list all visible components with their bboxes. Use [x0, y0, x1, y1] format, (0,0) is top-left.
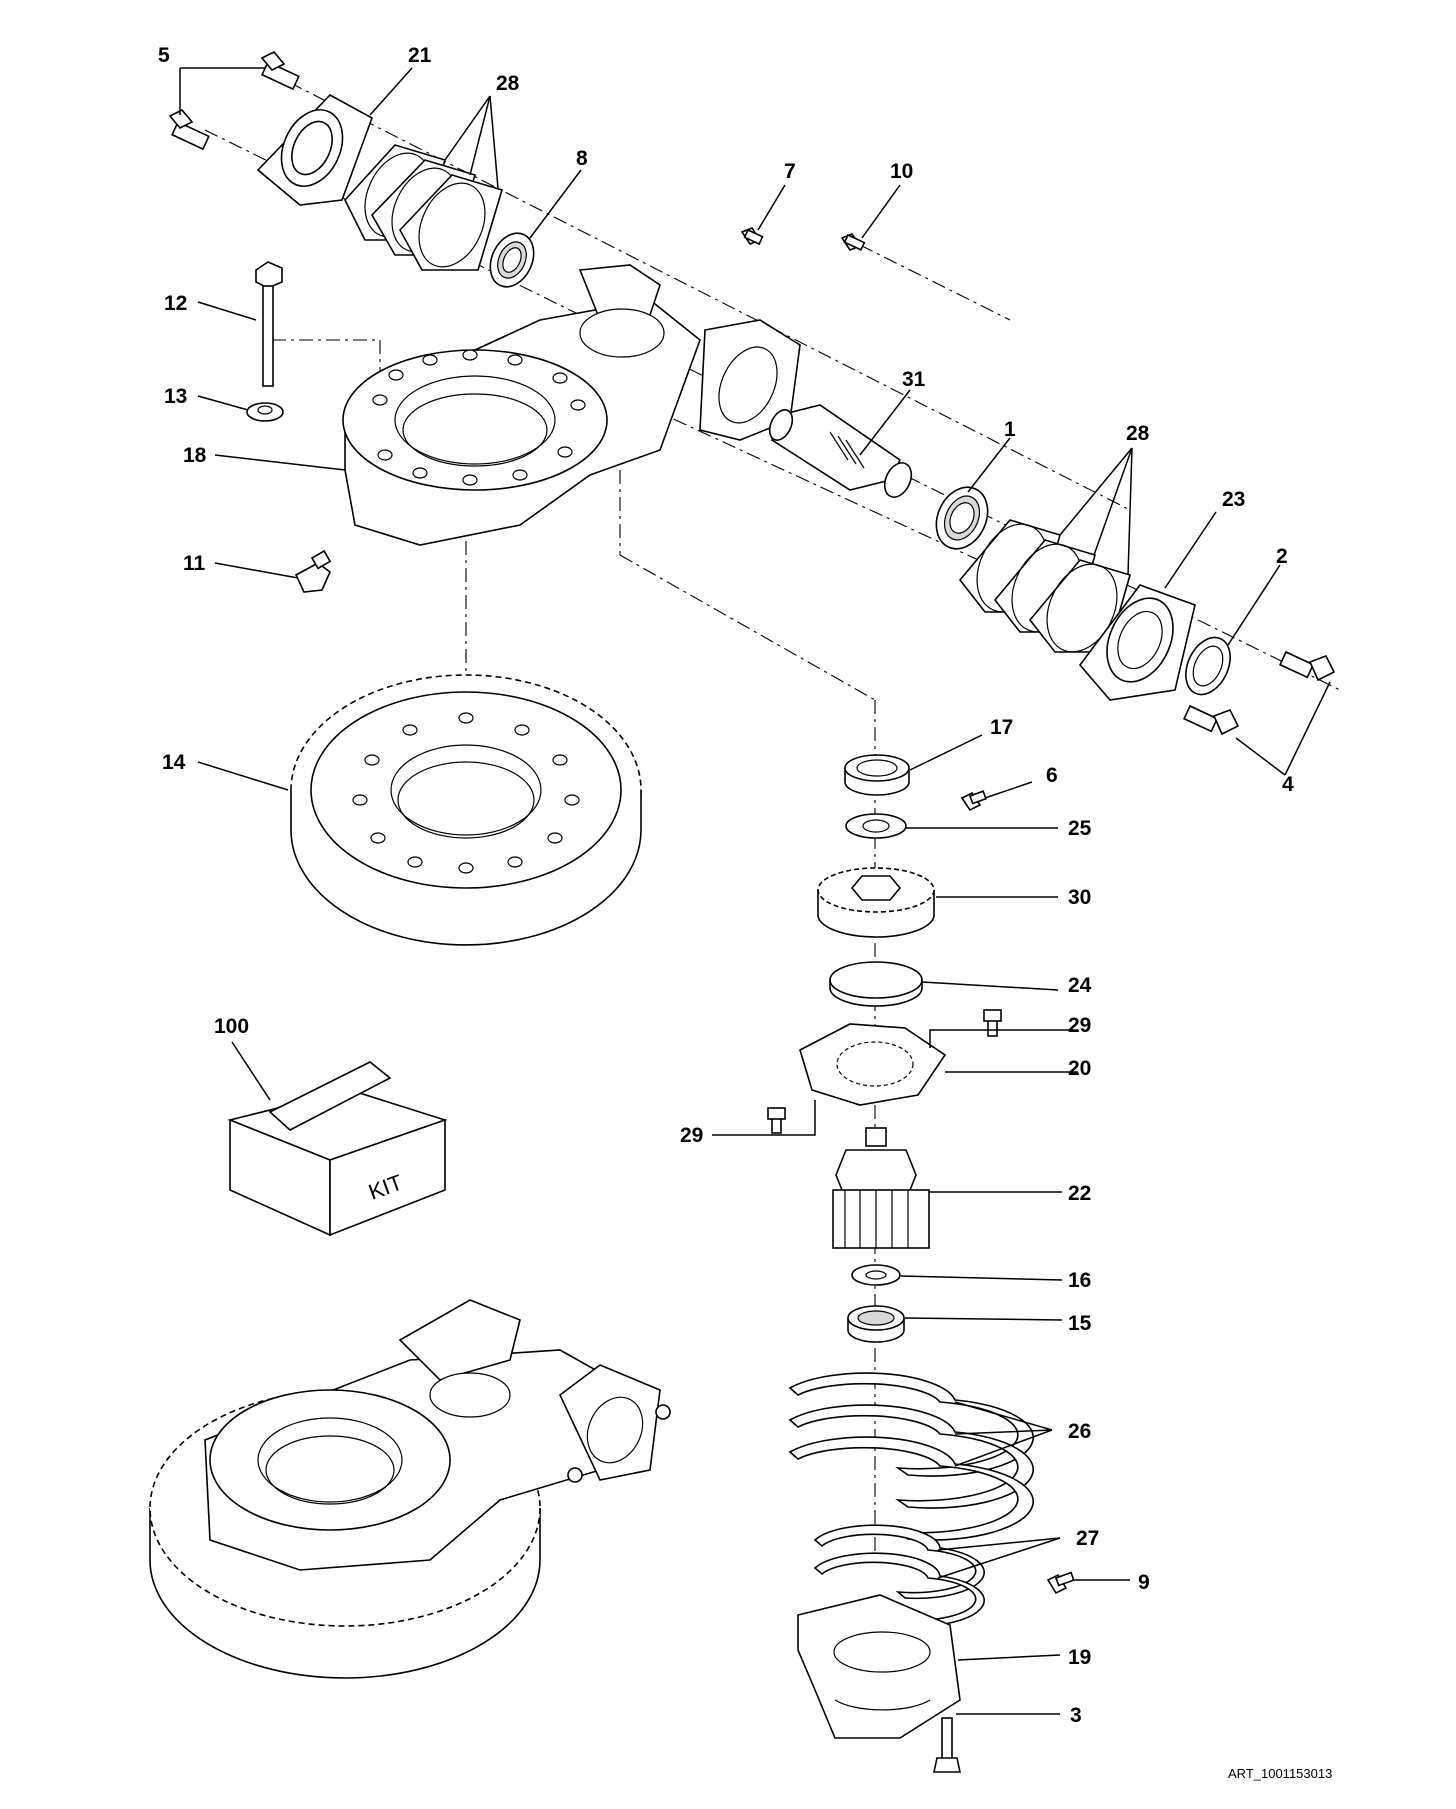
bolt-5-lower: [168, 109, 210, 151]
shims-28-lower: [958, 519, 1131, 653]
callout-17: 17: [990, 716, 1013, 739]
washer-16: [851, 1264, 901, 1286]
callout-4: 4: [1282, 773, 1294, 796]
callout-numbers: 5 21 28 8 7 10 12 13 18 11 31 1 28 23 2 …: [158, 44, 1294, 1727]
callout-29-lower: 29: [680, 1124, 703, 1147]
callout-28-upper: 28: [496, 72, 520, 95]
callout-5: 5: [158, 44, 170, 67]
leader-lines: [179, 67, 1331, 1715]
callout-20: 20: [1068, 1057, 1091, 1080]
housing-18: [342, 264, 801, 546]
callout-19: 19: [1068, 1646, 1091, 1669]
gear-30: [817, 867, 935, 938]
callout-27: 27: [1076, 1527, 1099, 1550]
callout-16: 16: [1068, 1269, 1091, 1292]
callout-31: 31: [902, 368, 926, 391]
callout-13: 13: [164, 385, 187, 408]
screw-29-lower: [767, 1107, 786, 1134]
callout-24: 24: [1068, 974, 1092, 997]
callout-7: 7: [784, 160, 796, 183]
bolt-5-upper: [260, 51, 300, 91]
callout-100: 100: [214, 1015, 249, 1038]
shims-26: [788, 1372, 1034, 1541]
ring-24: [829, 961, 923, 1007]
bearing-8: [489, 232, 535, 288]
ring-gear-14: [290, 674, 642, 946]
fitting-7: [740, 227, 764, 246]
callout-23: 23: [1222, 488, 1245, 511]
callout-30: 30: [1068, 886, 1091, 909]
callout-10: 10: [890, 160, 913, 183]
callout-29-upper: 29: [1068, 1014, 1091, 1037]
callout-26: 26: [1068, 1420, 1091, 1443]
flange-21: [256, 94, 373, 206]
kit-box-100: KIT: [227, 1061, 448, 1237]
bearing-15: [847, 1305, 905, 1343]
bearing-1: [935, 486, 989, 550]
callout-6: 6: [1046, 764, 1058, 787]
fitting-10: [840, 233, 866, 251]
callout-1: 1: [1004, 418, 1016, 441]
seal-17: [844, 754, 910, 796]
bolt-4-upper: [1279, 650, 1336, 682]
callout-9: 9: [1138, 1571, 1150, 1594]
callout-18: 18: [183, 444, 207, 467]
housing-19: [797, 1594, 961, 1739]
washer-13: [246, 402, 284, 422]
flange-23: [1078, 584, 1196, 701]
callout-8: 8: [576, 147, 588, 170]
callout-25: 25: [1068, 817, 1092, 840]
seal-2: [1185, 636, 1231, 696]
plate-20: [799, 1023, 947, 1106]
callout-22: 22: [1068, 1182, 1091, 1205]
bolt-12: [255, 261, 283, 387]
shims-28-upper: [344, 144, 503, 271]
washer-25: [845, 813, 907, 839]
bolt-4-lower: [1183, 704, 1240, 736]
callout-3: 3: [1070, 1704, 1082, 1727]
callout-28-lower: 28: [1126, 422, 1150, 445]
pinion-22: [832, 1127, 930, 1249]
callout-2: 2: [1276, 545, 1288, 568]
bolt-3: [933, 1717, 961, 1773]
callout-11: 11: [183, 552, 206, 575]
assembled-view: [149, 1299, 671, 1679]
fitting-6: [960, 790, 987, 812]
callout-12: 12: [164, 292, 187, 315]
callout-14: 14: [162, 751, 186, 774]
callout-21: 21: [408, 44, 432, 67]
grease-fitting-11: [294, 549, 332, 593]
screw-29-upper: [983, 1009, 1002, 1037]
callout-15: 15: [1068, 1312, 1092, 1335]
art-reference: ART_1001153013: [1228, 1766, 1332, 1781]
shaft-31: [768, 404, 913, 498]
fitting-9: [1046, 1571, 1075, 1595]
